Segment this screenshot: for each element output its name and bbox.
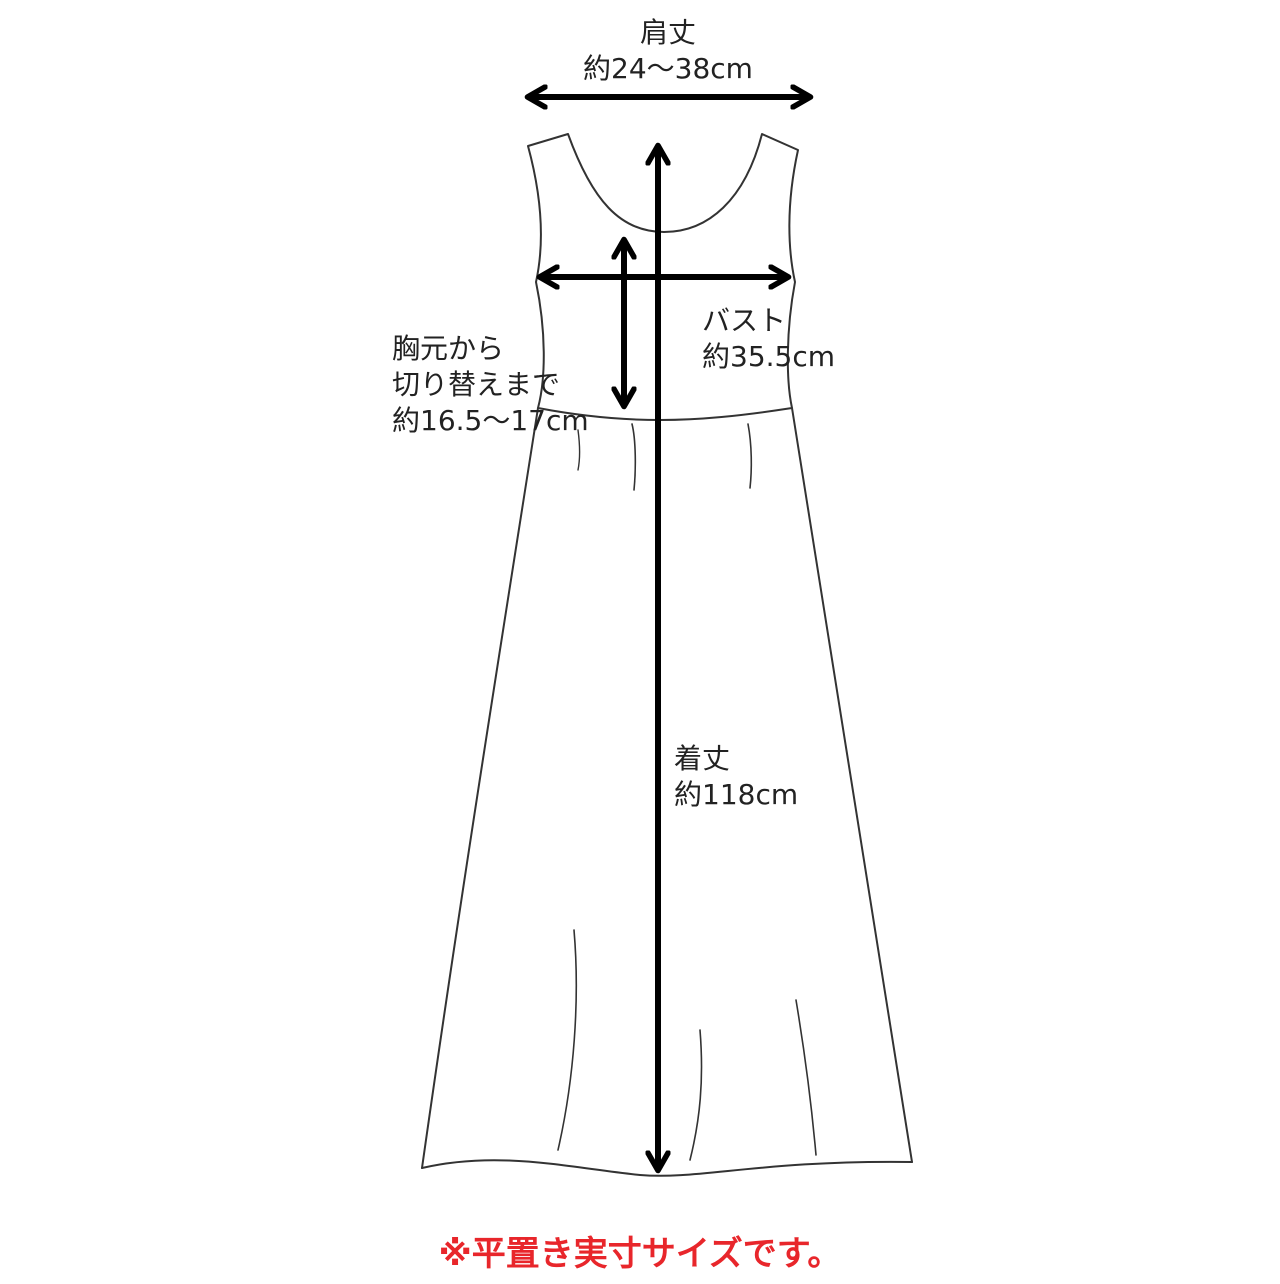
- skirt-hem: [421, 1159, 913, 1177]
- skirt-fold-5: [689, 1029, 703, 1161]
- length-value: 約118cm: [674, 778, 799, 811]
- skirt-fold-3: [577, 429, 581, 471]
- chest-to-seam-line2: 切り替えまで: [392, 368, 561, 401]
- skirt-right-edge: [791, 407, 913, 1163]
- skirt-fold-1: [631, 423, 637, 491]
- chest-to-seam-value: 約16.5～17cm: [392, 404, 589, 437]
- dress-outline: [421, 133, 913, 1177]
- skirt-fold-2: [747, 423, 753, 489]
- bust-value: 約35.5cm: [702, 340, 836, 373]
- chest-to-seam-line1: 胸元から: [392, 332, 505, 365]
- skirt-left-edge: [421, 407, 539, 1169]
- bust-title: バスト: [702, 304, 787, 337]
- length-title: 着丈: [674, 742, 731, 775]
- skirt-fold-4: [557, 929, 578, 1151]
- bodice-outline: [527, 133, 799, 421]
- shoulder-title: 肩丈: [639, 16, 697, 49]
- measurement-arrows: [530, 97, 808, 1168]
- measurement-note: ※平置き実寸サイズです。: [438, 1234, 842, 1274]
- skirt-fold-6: [795, 999, 817, 1156]
- shoulder-value: 約24～38cm: [583, 52, 753, 85]
